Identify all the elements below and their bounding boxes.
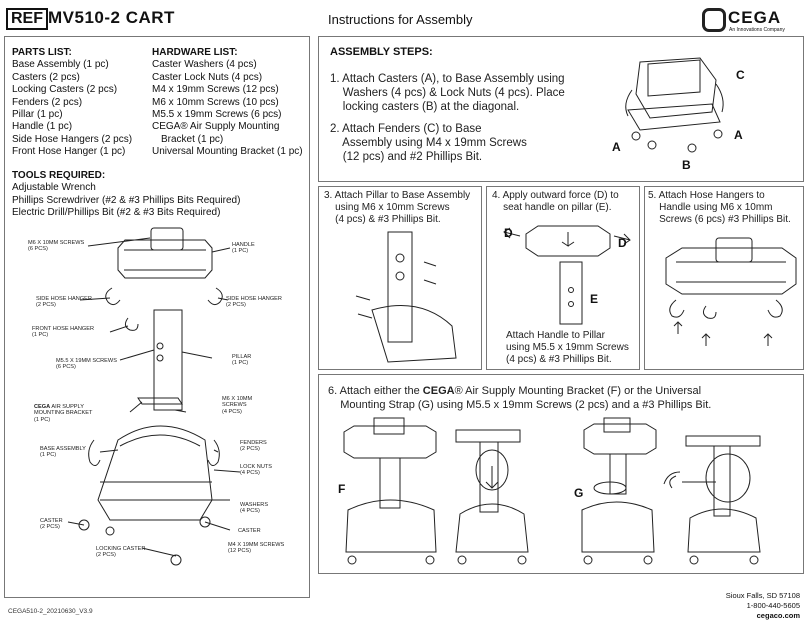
label-a-left: A — [612, 140, 621, 154]
assembly-steps-panel — [318, 36, 804, 182]
step-6-brand: CEGA — [422, 385, 455, 397]
list-item: Front Hose Hanger (1 pc) — [12, 146, 126, 158]
list-item: Caster Lock Nuts (4 pcs) — [152, 71, 263, 83]
logo-ring-icon — [702, 8, 726, 32]
list-item: Casters (2 pcs) — [12, 71, 80, 83]
label-f: F — [338, 482, 346, 496]
logo-name: CEGA — [728, 8, 782, 27]
contact-website: cegaco.com — [756, 611, 800, 620]
label-lock-nuts: LOCK NUTS (4 pcs) — [240, 464, 273, 477]
label-washers: WASHERS (4 pcs) — [240, 502, 269, 515]
step-6-text: 6. Attach either the CEGA® Air Supply Mo… — [328, 384, 711, 412]
step-2-text: 2. Attach Fenders (C) to Base Assembly u… — [330, 123, 527, 163]
list-item: M5.5 x 19mm Screws (6 pcs) — [152, 109, 282, 121]
list-item: Side Hose Hangers (2 pcs) — [12, 133, 133, 145]
tools-title: TOOLS REQUIRED: — [12, 170, 106, 181]
logo-tagline: An Innovations Company — [729, 27, 785, 33]
instructions-heading: Instructions for Assembly — [328, 12, 473, 27]
label-d-left: D — [504, 226, 513, 240]
list-item: Caster Washers (4 pcs) — [152, 59, 257, 71]
list-item: Pillar (1 pc) — [12, 109, 63, 121]
page-title: MV510-2 CART — [48, 8, 175, 27]
list-item: Locking Casters (2 pcs) — [12, 84, 118, 96]
label-m4-screws: M4 x 19MM SCREWS (12 pcs) — [228, 542, 285, 555]
label-e: E — [590, 292, 599, 306]
ref-mark: REF — [6, 8, 48, 30]
parts-panel — [4, 36, 310, 598]
label-base-assembly: BASE ASSEMBLY (1 pc) — [40, 446, 86, 459]
label-g: G — [574, 486, 584, 500]
contact-phone: 1-800-440-5605 — [746, 601, 800, 610]
hardware-list-title: HARDWARE LIST: — [152, 47, 238, 58]
list-item: Electric Drill/Phillips Bit (#2 & #3 Bit… — [12, 207, 221, 219]
step-4-panel — [486, 186, 640, 370]
step-3-text: 3. Attach Pillar to Base Assembly using … — [324, 190, 471, 225]
label-air-supply-brand: CEGA — [34, 404, 51, 410]
label-m6-screws-mid: M6 x 10MM SCREWS (4 pcs) — [222, 396, 253, 415]
label-b: B — [682, 158, 691, 172]
contact-info: Sioux Falls, SD 57108 1-800-440-5605 ceg… — [726, 591, 800, 621]
list-item: Bracket (1 pc) — [161, 133, 224, 145]
label-pillar: PILLAR (1 pc) — [232, 354, 252, 367]
tools-list: TOOLS REQUIRED: Adjustable Wrench Philli… — [12, 170, 307, 220]
step-4b-text: Attach Handle to Pillar using M5.5 x 19m… — [506, 330, 629, 365]
label-caster-left: CASTER (2 pcs) — [40, 518, 63, 531]
step-6-post: ® Air Supply Mounting Bracket (F) or the… — [340, 385, 712, 411]
label-fenders: FENDERS (2 pcs) — [240, 440, 267, 453]
list-item: Phillips Screwdriver (#2 & #3 Phillips B… — [12, 194, 241, 206]
list-item: Fenders (2 pcs) — [12, 96, 83, 108]
parts-list-title: PARTS LIST: — [12, 47, 72, 58]
step-3-panel — [318, 186, 482, 370]
label-caster-right: CASTER — [238, 528, 261, 534]
label-handle: HANDLE (1 pc) — [232, 242, 255, 255]
step-6-pre: 6. Attach either the — [328, 385, 423, 397]
hardware-list: HARDWARE LIST: Caster Washers (4 pcs) Ca… — [152, 47, 308, 159]
label-air-supply: CEGA AIR SUPPLY MOUNTING BRACKET (1 pc) — [34, 404, 92, 423]
contact-city: Sioux Falls, SD 57108 — [725, 591, 800, 600]
list-item: CEGA® Air Supply Mounting — [152, 121, 280, 133]
step-4-text: 4. Apply outward force (D) to seat handl… — [492, 190, 619, 213]
step-5-text: 5. Attach Hose Hangers to Handle using M… — [648, 190, 791, 225]
label-locking-caster: LOCKING CASTER (2 pcs) — [96, 546, 146, 559]
step-6-panel — [318, 374, 804, 574]
list-item: Base Assembly (1 pc) — [12, 59, 109, 71]
label-air-supply-text: AIR SUPPLY MOUNTING BRACKET (1 pc) — [34, 404, 93, 423]
step-5-panel — [644, 186, 804, 370]
label-c: C — [736, 68, 745, 82]
list-item: M6 x 10mm Screws (10 pcs) — [152, 96, 279, 108]
list-item: Handle (1 pc) — [12, 121, 73, 133]
label-d-right: D — [618, 236, 627, 250]
step-1-text: 1. Attach Casters (A), to Base Assembly … — [330, 73, 565, 113]
parts-list: PARTS LIST: Base Assembly (1 pc) Casters… — [12, 47, 152, 159]
label-front-hose: FRONT HOSE HANGER (1 pc) — [32, 326, 95, 339]
list-item: M4 x 19mm Screws (12 pcs) — [152, 84, 279, 96]
label-m55-screws: M5.5 x 19MM SCREWS (6 pcs) — [56, 358, 117, 371]
cega-logo: CEGA An Innovations Company — [702, 6, 802, 33]
label-a-right: A — [734, 128, 743, 142]
label-side-hose-left: SIDE HOSE HANGER (2 pcs) — [36, 296, 92, 309]
list-item: Universal Mounting Bracket (1 pc) — [152, 146, 303, 158]
list-item: Adjustable Wrench — [12, 182, 96, 194]
label-side-hose-right: SIDE HOSE HANGER (2 pcs) — [226, 296, 282, 309]
assembly-steps-title: ASSEMBLY STEPS: — [330, 46, 433, 58]
document-code: CEGA510-2_20210630_V3.9 — [8, 608, 93, 615]
label-m6-screws-top: M6 x 10MM Screws (6 pcs) — [28, 240, 85, 253]
